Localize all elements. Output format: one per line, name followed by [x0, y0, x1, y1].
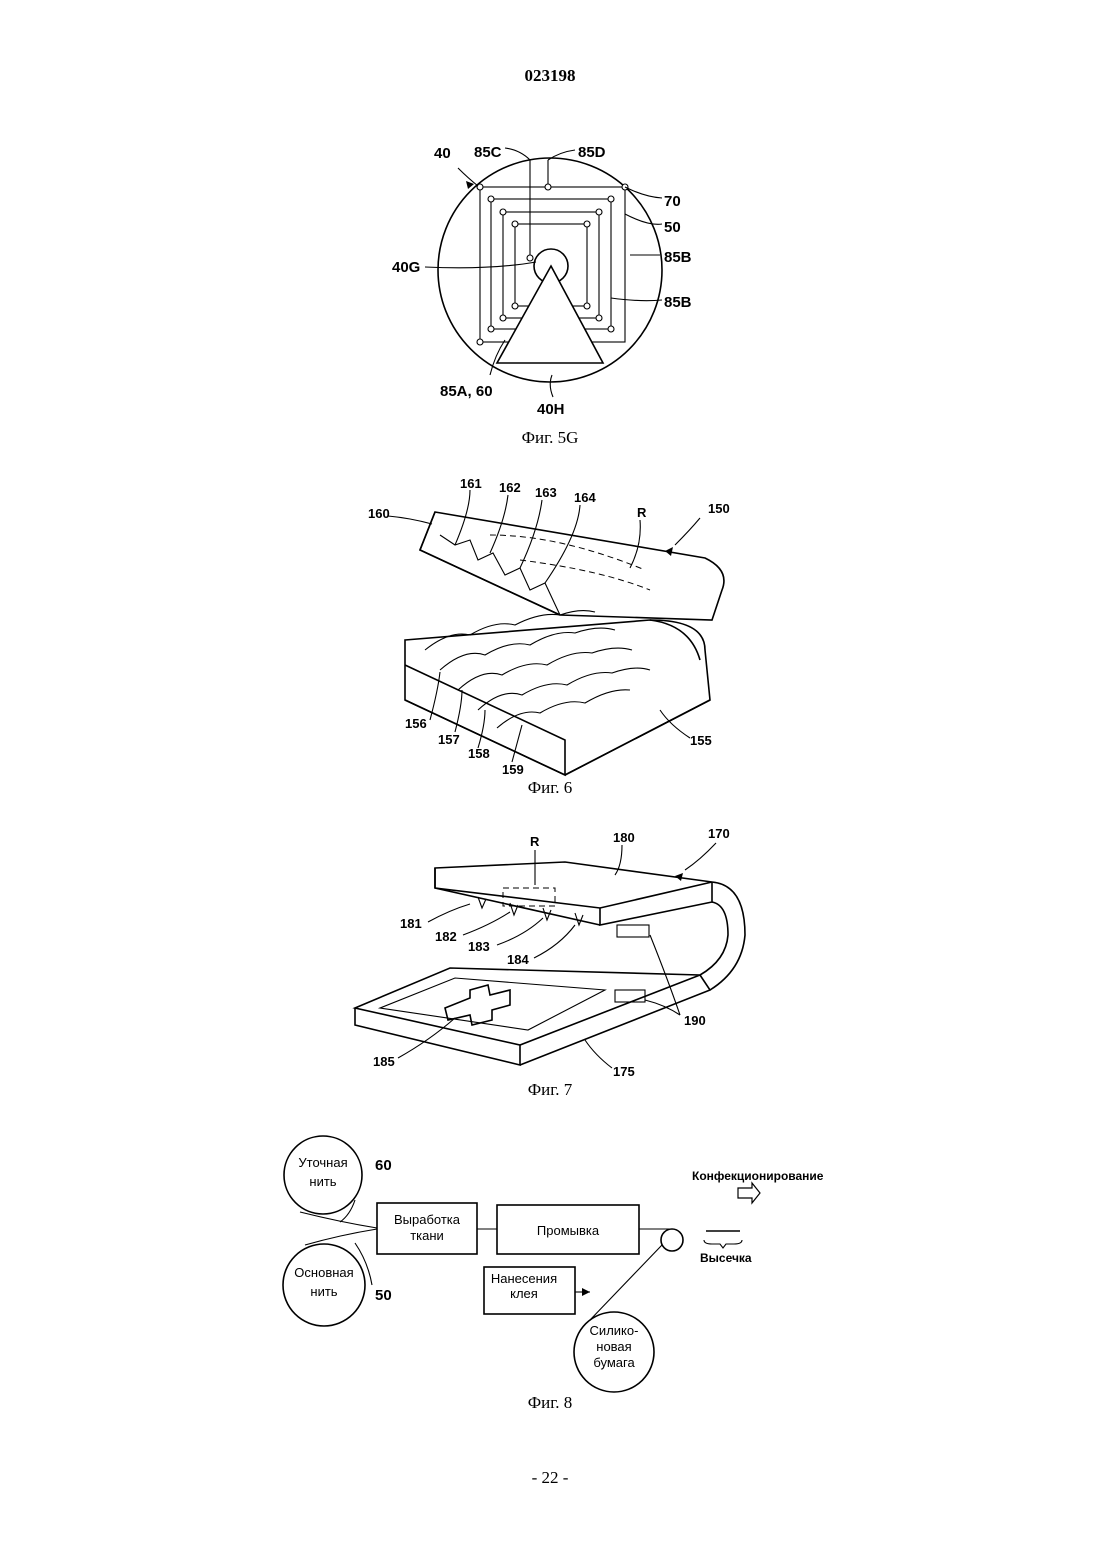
- warp-thread-line2: нить: [310, 1284, 337, 1299]
- label-60: 60: [375, 1157, 392, 1174]
- label-85b-bottom: 85B: [664, 294, 692, 311]
- label-160: 160: [368, 506, 390, 521]
- document-number: 023198: [0, 66, 1100, 86]
- label-185: 185: [373, 1054, 395, 1069]
- label-180: 180: [613, 830, 635, 845]
- label-164: 164: [574, 490, 596, 505]
- weft-thread-line2: нить: [309, 1174, 336, 1189]
- page-number: - 22 -: [0, 1468, 1100, 1488]
- label-170: 170: [708, 826, 730, 841]
- cutting-label: Высечка: [700, 1251, 752, 1265]
- label-85a-60: 85A, 60: [440, 383, 493, 400]
- label-181: 181: [400, 916, 422, 931]
- packaging-label: Конфекционирование: [692, 1169, 824, 1183]
- label-190: 190: [684, 1013, 706, 1028]
- figure-8-flowchart: Уточная нить 60 Основная нить 50 Выработ…: [0, 1130, 1100, 1390]
- glue-line2: клея: [510, 1286, 538, 1301]
- label-85b-top: 85B: [664, 249, 692, 266]
- label-182: 182: [435, 929, 457, 944]
- label-162: 162: [499, 480, 521, 495]
- weaving-line2: ткани: [410, 1228, 444, 1243]
- washing-step: Промывка: [537, 1223, 600, 1238]
- label-85c: 85C: [474, 144, 502, 161]
- clip-device-drawing: [355, 843, 745, 1068]
- label-40g: 40G: [392, 259, 420, 276]
- label-163: 163: [535, 485, 557, 500]
- silicone-paper-line2: новая: [596, 1339, 631, 1354]
- disc-drawing: [425, 148, 662, 397]
- label-175: 175: [613, 1064, 635, 1079]
- label-40: 40: [434, 145, 451, 162]
- label-157: 157: [438, 732, 460, 747]
- label-r: R: [530, 834, 540, 849]
- flowchart-shapes: [283, 1136, 760, 1392]
- warp-thread-line1: Основная: [294, 1265, 353, 1280]
- weaving-line1: Выработка: [394, 1212, 461, 1227]
- caption-fig-8: Фиг. 8: [0, 1393, 1100, 1413]
- label-70: 70: [664, 193, 681, 210]
- silicone-paper-line1: Силико-: [590, 1323, 639, 1338]
- label-183: 183: [468, 939, 490, 954]
- label-85d: 85D: [578, 144, 606, 161]
- label-161: 161: [460, 476, 482, 491]
- caption-fig-6: Фиг. 6: [0, 778, 1100, 798]
- weft-thread-line1: Уточная: [298, 1155, 347, 1170]
- label-184: 184: [507, 952, 529, 967]
- label-159: 159: [502, 762, 524, 777]
- label-50: 50: [375, 1287, 392, 1304]
- label-r: R: [637, 505, 647, 520]
- figure-5g: 40 85C 85D 70 50 85B 85B 40G 85A, 60 40H: [0, 130, 1100, 430]
- figure-6: 160 161 162 163 164 R 150 156 157 158 15…: [0, 470, 1100, 780]
- glue-line1: Нанесения: [491, 1271, 557, 1286]
- label-156: 156: [405, 716, 427, 731]
- figure-7: R 180 170 181 182 183 184 190 185 175: [0, 820, 1100, 1080]
- caption-fig-5g: Фиг. 5G: [0, 428, 1100, 448]
- silicone-paper-line3: бумага: [593, 1355, 635, 1370]
- label-40h: 40H: [537, 401, 565, 418]
- label-155: 155: [690, 733, 712, 748]
- label-158: 158: [468, 746, 490, 761]
- label-150: 150: [708, 501, 730, 516]
- label-50: 50: [664, 219, 681, 236]
- caption-fig-7: Фиг. 7: [0, 1080, 1100, 1100]
